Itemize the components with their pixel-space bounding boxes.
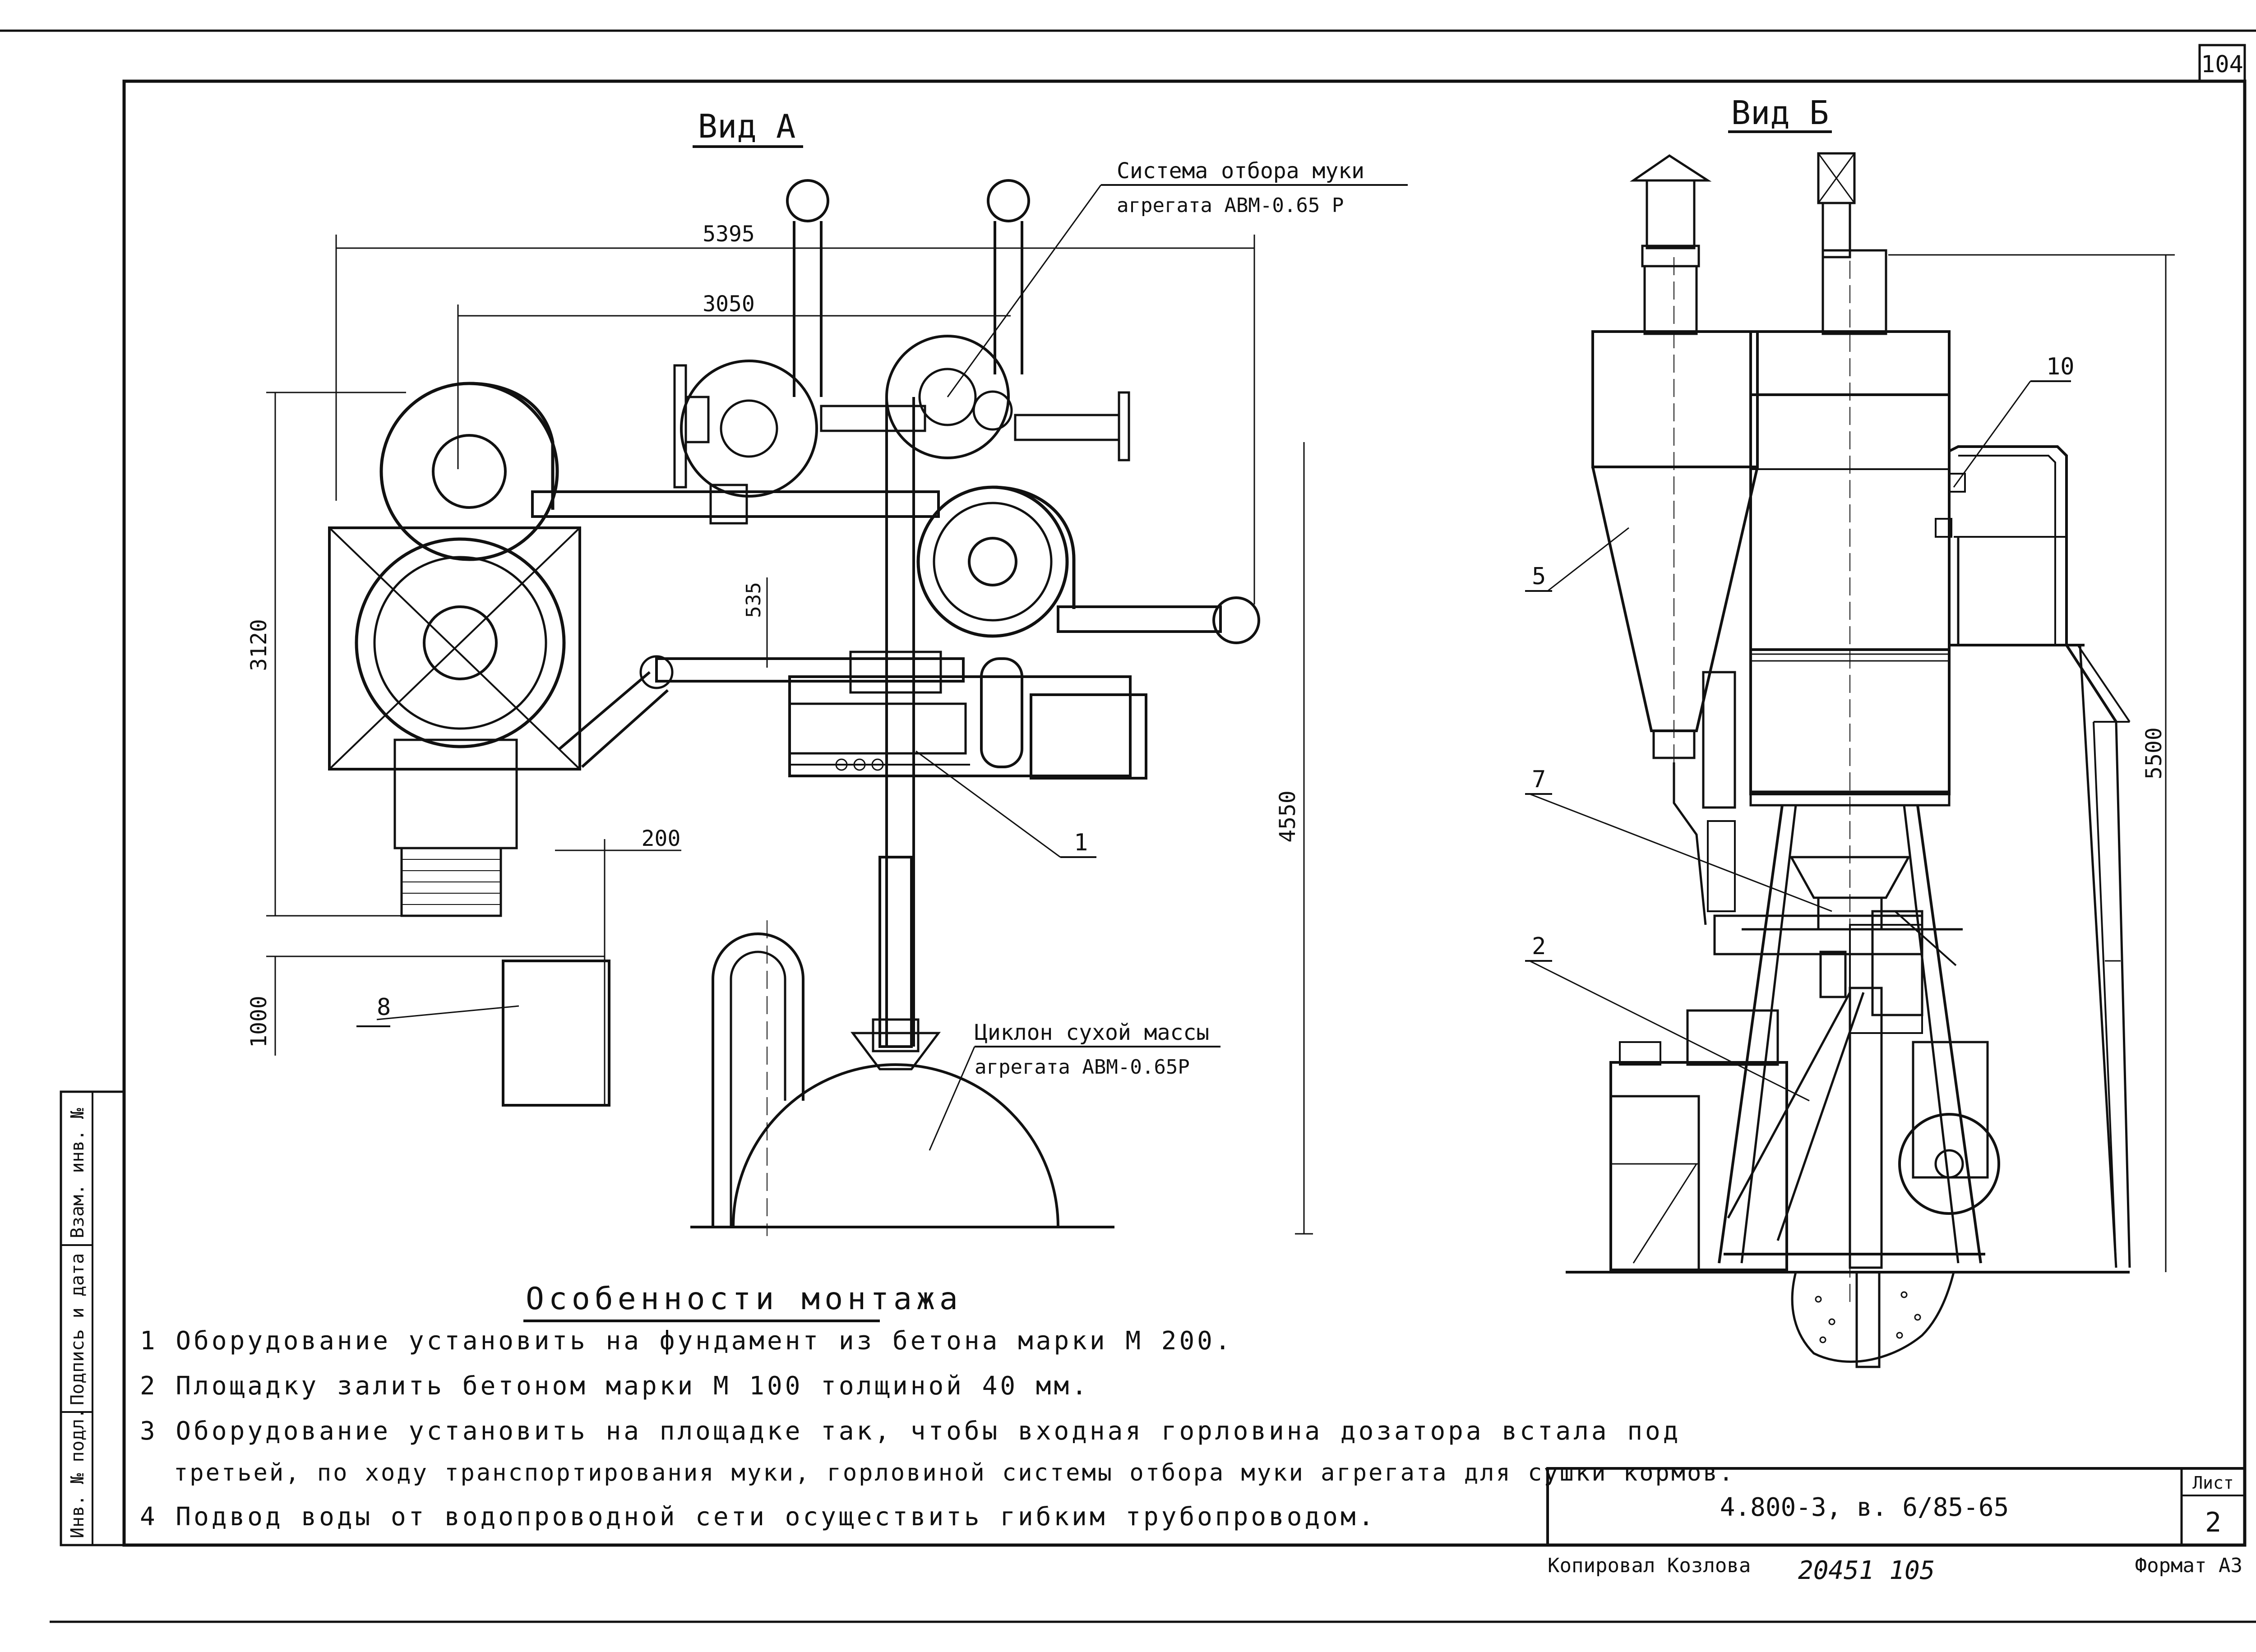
callout-10: 10 <box>2046 353 2075 380</box>
note-2: 2 Площадку залить бетоном марки М 100 то… <box>140 1371 1090 1401</box>
stamp-inv-podl: Инв. № подл. <box>67 1408 88 1538</box>
view-a-title: Вид А <box>698 107 796 145</box>
callout-5: 5 <box>1532 563 1546 590</box>
side-stamp: Инв. № подл. Подпись и дата Взам. инв. № <box>60 1090 125 1546</box>
dim-3050: 3050 <box>703 291 755 317</box>
drawing-frame <box>122 79 2247 1547</box>
callout-1: 1 <box>1074 829 1088 856</box>
note-1: 1 Оборудование установить на фундамент и… <box>140 1326 1233 1356</box>
view-b-drawing: Вид Б <box>1525 94 2175 1368</box>
note-3-cont: третьей, по ходу транспортирования муки,… <box>174 1459 1735 1486</box>
label-cyclone-line1: Циклон сухой массы <box>975 1020 1209 1045</box>
stamp-vzam-inv: Взам. инв. № <box>67 1108 88 1238</box>
document-code: 4.800-3, в. 6/85-65 <box>1720 1493 2009 1522</box>
stamp-signature-date: Подпись и дата <box>67 1253 88 1405</box>
label-cyclone-line2: агрегата АВМ-0.65Р <box>975 1056 1190 1079</box>
sheet-number: 2 <box>2205 1507 2221 1538</box>
callout-8: 8 <box>377 994 391 1021</box>
notes-heading: Особенности монтажа <box>526 1281 962 1317</box>
view-a-drawing: Вид А 5395 3050 3120 535 4550 200 1000 <box>246 107 1408 1236</box>
dim-200: 200 <box>642 826 681 851</box>
format-label: Формат А3 <box>2135 1554 2242 1577</box>
notes-heading-underline <box>523 1320 880 1322</box>
dim-3120: 3120 <box>246 619 272 671</box>
dim-5500: 5500 <box>2141 727 2167 780</box>
handwritten-number: 20451 105 <box>1798 1556 1935 1585</box>
sheet-corner-number: 104 <box>2201 51 2243 78</box>
corner-number-box <box>2198 44 2246 83</box>
copied-by: Копировал Козлова <box>1548 1554 1751 1577</box>
callout-2: 2 <box>1532 933 1546 960</box>
note-3: 3 Оборудование установить на площадке та… <box>140 1417 1681 1446</box>
sheet-label: Лист <box>2192 1473 2234 1493</box>
dim-5395: 5395 <box>703 221 755 247</box>
label-flour-system-line1: Система отбора муки <box>1117 158 1364 184</box>
note-4: 4 Подвод воды от водопроводной сети осущ… <box>140 1502 1377 1532</box>
dim-4550: 4550 <box>1275 790 1300 843</box>
title-block: 4.800-3, в. 6/85-65 Лист 2 <box>1546 1467 2246 1546</box>
callout-7: 7 <box>1532 766 1546 793</box>
dim-1000: 1000 <box>246 996 272 1048</box>
view-b-title: Вид Б <box>1731 94 1829 132</box>
label-flour-system-line2: агрегата АВМ-0.65 Р <box>1117 194 1344 217</box>
dim-535: 535 <box>742 582 765 618</box>
